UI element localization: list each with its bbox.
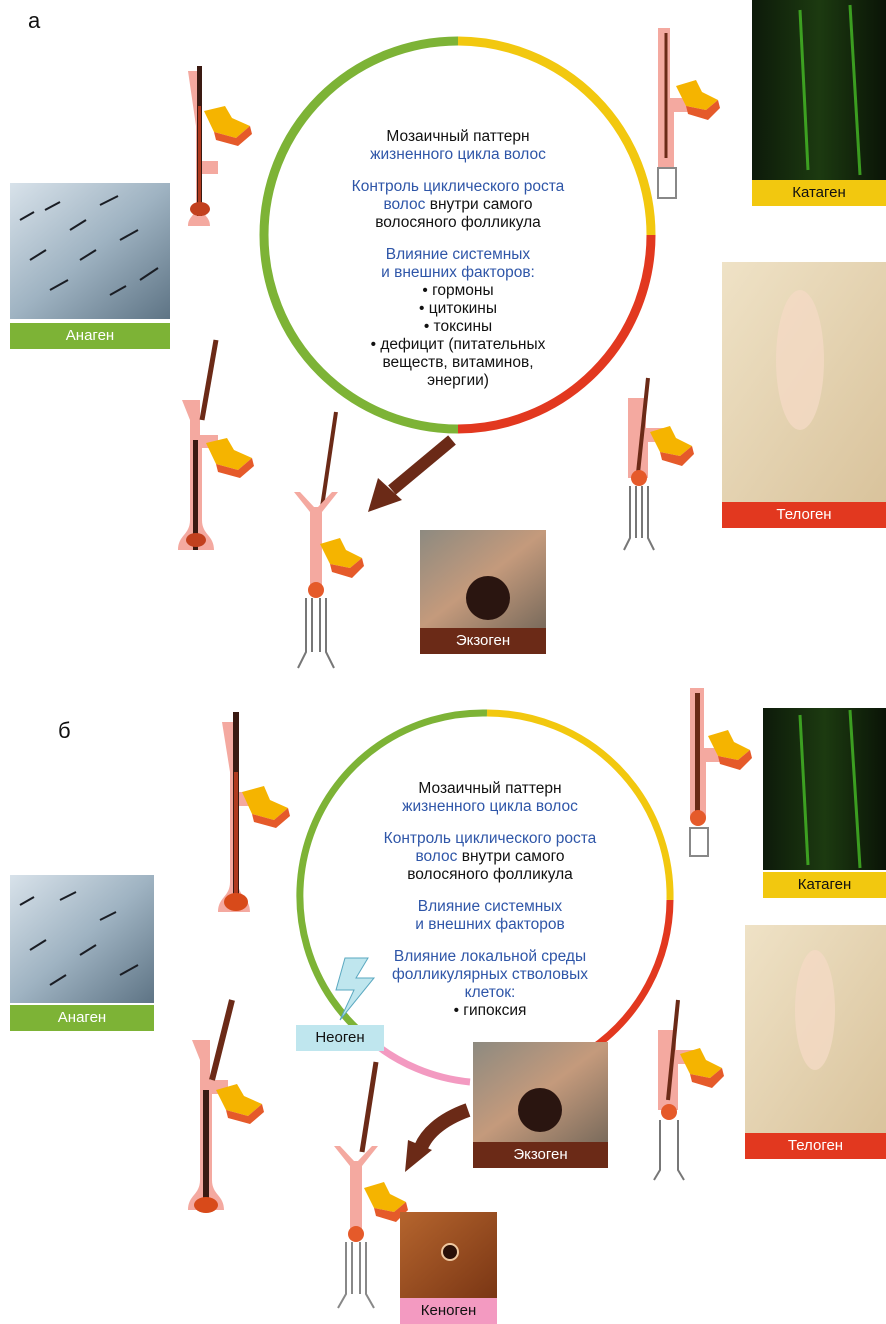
control-line2-blue-b: волос [415, 848, 457, 865]
exogen-arrow-b [405, 1110, 468, 1172]
control-line1: Контроль циклического роста [330, 178, 586, 196]
bullet-hormones: • гормоны [330, 282, 586, 300]
catagen-photo-b [763, 708, 886, 870]
follicle-kenogen-b [334, 1062, 408, 1308]
follicle-anagen-b [218, 712, 290, 912]
pattern-line1-b: Мозаичный паттерн [362, 780, 618, 798]
label-neogen-b: Неоген [296, 1025, 384, 1051]
exogen-arrow-a [368, 440, 452, 512]
control-line1-b: Контроль циклического роста [362, 830, 618, 848]
pattern-line2: жизненного цикла волос [330, 146, 586, 164]
pattern-line2-b: жизненного цикла волос [362, 798, 618, 816]
local-line1-b: Влияние локальной среды [362, 948, 618, 966]
catagen-photo-a [752, 0, 886, 180]
bullet-deficit-3: энергии) [330, 372, 586, 390]
bullet-toxins: • токсины [330, 318, 586, 336]
bullet-hypoxia: • гипоксия [362, 1002, 618, 1020]
label-catagen-a: Катаген [752, 180, 886, 206]
label-telogen-a: Телоген [722, 502, 886, 528]
ring-arc-neogen-b [370, 1040, 470, 1082]
pattern-line1: Мозаичный паттерн [330, 128, 586, 146]
follicle-catagen-a [658, 28, 720, 198]
label-exogen-a: Экзоген [420, 628, 546, 654]
control-line2-black-b: внутри самого [457, 848, 564, 865]
anagen-photo-a [10, 183, 170, 319]
bullet-deficit: • дефицит (питательных [330, 336, 586, 354]
local-line2-b: фолликулярных стволовых [362, 966, 618, 984]
follicle-exogen-a [294, 412, 364, 668]
follicle-catagen-b [690, 688, 752, 856]
control-line2-blue: волос [383, 196, 425, 213]
follicle-anagen-2-b [188, 1000, 264, 1213]
control-line2-black: внутри самого [425, 196, 532, 213]
follicle-anagen-a [188, 66, 252, 226]
label-anagen-a: Анаген [10, 323, 170, 349]
label-telogen-b: Телоген [745, 1133, 886, 1159]
label-anagen-b: Анаген [10, 1005, 154, 1031]
panel-letter-b: б [58, 718, 71, 744]
bullet-deficit-2: веществ, витаминов, [330, 354, 586, 372]
influence-line2-b: и внешних факторов [362, 916, 618, 934]
control-line3-b: волосяного фолликула [362, 866, 618, 884]
follicle-telogen-a [624, 378, 694, 550]
anagen-photo-b [10, 875, 154, 1003]
label-kenogen-b: Кеноген [400, 1298, 497, 1324]
center-text-b: Мозаичный паттерн жизненного цикла волос… [362, 780, 618, 1020]
follicle-anagen-2-a [178, 340, 254, 550]
label-exogen-b: Экзоген [473, 1142, 608, 1168]
center-text-a: Мозаичный паттерн жизненного цикла волос… [330, 128, 586, 390]
follicle-telogen-b [654, 1000, 724, 1180]
influence-line1-b: Влияние системных [362, 898, 618, 916]
panel-letter-a: а [28, 8, 40, 34]
influence-line2: и внешних факторов: [330, 264, 586, 282]
bullet-cytokines: • цитокины [330, 300, 586, 318]
control-line3: волосяного фолликула [330, 214, 586, 232]
label-catagen-b: Катаген [763, 872, 886, 898]
influence-line1: Влияние системных [330, 246, 586, 264]
local-line3-b: клеток: [362, 984, 618, 1002]
